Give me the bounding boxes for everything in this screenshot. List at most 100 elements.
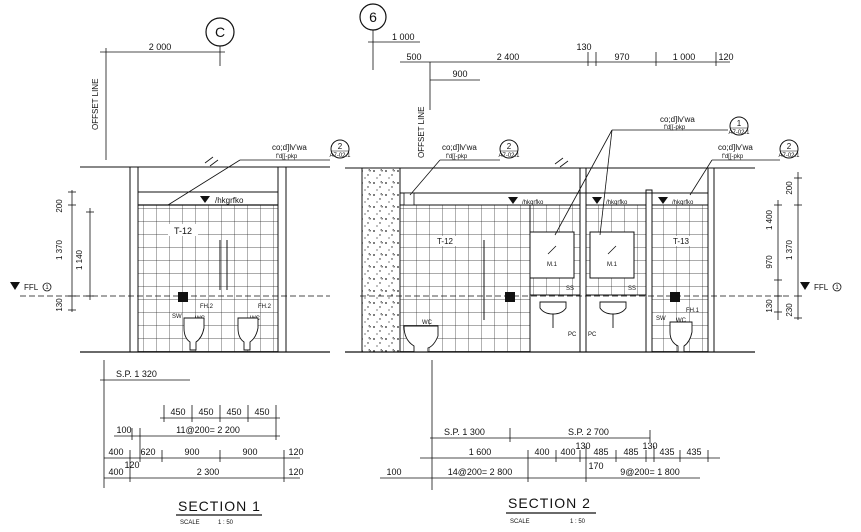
ceiling-label: /hkgrfko: [215, 196, 244, 205]
sp-label-2b: S.P. 2 700: [568, 427, 609, 437]
grid-marker-6: 6: [369, 9, 377, 25]
dim2-b: 11@200= 2 200: [176, 425, 240, 435]
tile-label: T-12: [174, 226, 192, 236]
dim3-a: 400: [108, 447, 123, 457]
grid-marker-c: C: [205, 17, 235, 66]
left-dim-4: 130: [55, 298, 64, 312]
grid-marker-label: C: [215, 24, 225, 40]
callout-left-text: co;d]lv'wa: [442, 143, 477, 152]
right-dim-2: 1 400: [765, 209, 774, 230]
dim2r2-b: 14@200= 2 800: [448, 467, 512, 477]
dim2r2-a: 100: [386, 467, 401, 477]
dim3-e: 120: [288, 447, 303, 457]
mirror-1: M.1: [547, 262, 558, 268]
dim2r1-a: 1 600: [469, 447, 492, 457]
sw-label: SW: [172, 314, 182, 320]
left-dim-1: 200: [55, 199, 64, 213]
dim2r1-c: 400: [560, 447, 575, 457]
callout-mid-num: 1: [737, 119, 742, 128]
right-dim-1: 200: [785, 181, 794, 195]
fix-ss-1: SS: [566, 286, 574, 292]
fh-label-2: FH.2: [258, 304, 272, 310]
dim2r2-c: 170: [588, 461, 603, 471]
toilet-3: [403, 325, 439, 353]
fix-wc-1: WC: [422, 320, 433, 326]
scale-value: 1 : 50: [218, 520, 234, 526]
mirror-2: M.1: [607, 262, 618, 268]
right-dim-4: 970: [765, 255, 774, 269]
fix-sw: SW: [656, 316, 666, 322]
sink-2: [599, 301, 627, 315]
top-dim-5: 970: [614, 52, 629, 62]
fix-pc-1: PC: [568, 332, 577, 338]
fix-fh-1: FH.1: [686, 308, 700, 314]
dim2r1-i: 435: [686, 447, 701, 457]
top-dim-4: 130: [576, 42, 591, 52]
dim3-b: 620: [140, 447, 155, 457]
callout-num: 2: [338, 142, 343, 151]
ffl-marker-2: 1: [835, 285, 839, 291]
top-dim-1: 1 000: [392, 32, 415, 42]
left-dim-2: 1 370: [55, 239, 64, 260]
section-1: C 2 000 OFFSET LINE /hkgrfko co;d]lv'wa …: [10, 17, 351, 526]
fix-pc-2: PC: [588, 332, 597, 338]
fix-wc-2: WC: [676, 318, 687, 324]
callout-text: co;d]lv'wa: [272, 143, 307, 152]
callout-left-sub: f'd[[-pkp: [446, 154, 468, 160]
offset-line-label: OFFSET LINE: [91, 79, 100, 130]
section-1-title: SECTION 1: [178, 498, 261, 514]
top-dim-2: 500: [406, 52, 421, 62]
section-2: 6 1 000 500 2 400 130 970 1 000 120 900 …: [345, 3, 842, 525]
callout-left-ref: A7-02.1: [498, 153, 520, 159]
top-dim-6: 1 000: [673, 52, 696, 62]
tile-label-2b: T-13: [673, 237, 690, 246]
floor-hole-marker: [178, 292, 188, 302]
fix-ss-2: SS: [628, 286, 636, 292]
callout-left-num: 2: [507, 142, 512, 151]
scale-value-2: 1 : 50: [570, 519, 586, 525]
dim3-c: 900: [184, 447, 199, 457]
tile-label-2a: T-12: [437, 237, 454, 246]
ceiling-2b: /hkgrfko: [606, 200, 628, 206]
dim4-b: 120: [124, 460, 139, 470]
sp-label-2a: S.P. 1 300: [444, 427, 485, 437]
toilet-2: [237, 317, 259, 351]
right-dim-5: 130: [765, 299, 774, 313]
dim2r2-d: 9@200= 1 800: [620, 467, 679, 477]
dim2r1-f: 485: [623, 447, 638, 457]
callout-sub: f'd[[-pkp: [276, 154, 298, 160]
sink-1: [539, 301, 567, 315]
top-dim-8: 900: [452, 69, 467, 79]
top-dimension: 2 000: [149, 42, 172, 52]
scale-label-2: SCALE: [510, 519, 530, 525]
ceiling-2c: /hkgrfko: [672, 200, 694, 206]
dim1-c: 450: [226, 407, 241, 417]
right-dim-6: 230: [785, 303, 794, 317]
dim3-d: 900: [242, 447, 257, 457]
toilet-1: [183, 317, 205, 351]
offset-line-label-2: OFFSET LINE: [417, 107, 426, 158]
dim1-d: 450: [254, 407, 269, 417]
callout-mid-ref: A7-02.1: [728, 130, 750, 136]
right-dim-3: 1 370: [785, 239, 794, 260]
ffl-label: FFL: [24, 283, 39, 292]
dim4-a: 400: [108, 467, 123, 477]
dim2r1-b: 400: [534, 447, 549, 457]
dim4-d: 120: [288, 467, 303, 477]
callout-mid-sub: f'd[[-pkp: [664, 125, 686, 131]
dim1-a: 450: [170, 407, 185, 417]
callout-right-sub: f'd[[-pkp: [722, 154, 744, 160]
fh-label-1: FH.2: [200, 304, 214, 310]
top-dim-3: 2 400: [497, 52, 520, 62]
dim2r1-h: 435: [659, 447, 674, 457]
dim2-a: 100: [116, 425, 131, 435]
scale-label: SCALE: [180, 520, 200, 526]
sp-label: S.P. 1 320: [116, 369, 157, 379]
ceiling-2a: /hkgrfko: [522, 200, 544, 206]
left-dim-3: 1 140: [75, 249, 84, 270]
top-dim-7: 120: [718, 52, 733, 62]
section-2-title: SECTION 2: [508, 495, 591, 511]
callout-ref: A7-02.1: [329, 153, 351, 159]
